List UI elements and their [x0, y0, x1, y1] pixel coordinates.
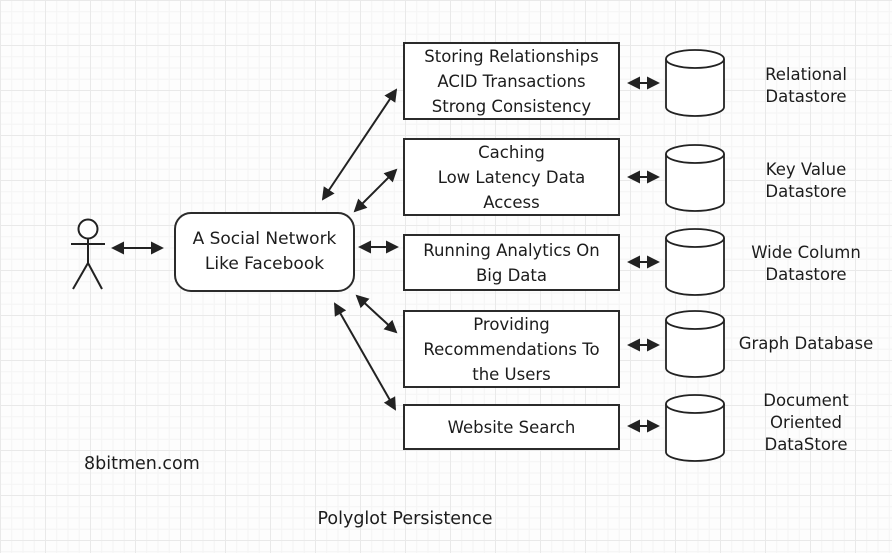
database-cylinder-icon-graph	[665, 310, 725, 378]
arrow-main-to-caching	[353, 168, 398, 213]
database-cylinder-icon-document	[665, 394, 725, 462]
use-case-box-running-analytics: Running Analytics On Big Data	[403, 234, 620, 291]
arrow-main-to-website-search	[334, 302, 396, 411]
database-cylinder-icon-widecolumn	[665, 228, 725, 296]
use-case-box-recommendations: Providing Recommendations To the Users	[403, 310, 620, 388]
use-case-box-website-search: Website Search	[403, 404, 620, 450]
diagram-title: Polyglot Persistence	[317, 509, 493, 529]
use-case-box-storing-relationships: Storing Relationships ACID Transactions …	[403, 42, 620, 120]
database-cylinder-icon-relational	[665, 49, 725, 117]
use-case-box-caching: Caching Low Latency Data Access	[403, 138, 620, 216]
datastore-label-document: Document Oriented DataStore	[763, 391, 849, 454]
arrow-main-to-recommendations	[355, 294, 398, 334]
datastore-label-widecolumn: Wide Column Datastore	[751, 243, 861, 284]
database-cylinder-icon-keyvalue	[665, 144, 725, 212]
datastore-label-graph: Graph Database	[738, 334, 874, 353]
watermark: 8bitmen.com	[84, 454, 200, 474]
arrow-main-to-storing-relationships	[321, 88, 398, 201]
datastore-label-keyvalue: Key Value Datastore	[765, 160, 847, 201]
actor-stick-figure-icon	[71, 218, 105, 290]
main-node-social-network: A Social Network Like Facebook	[174, 212, 355, 292]
datastore-label-relational: Relational Datastore	[765, 65, 847, 106]
